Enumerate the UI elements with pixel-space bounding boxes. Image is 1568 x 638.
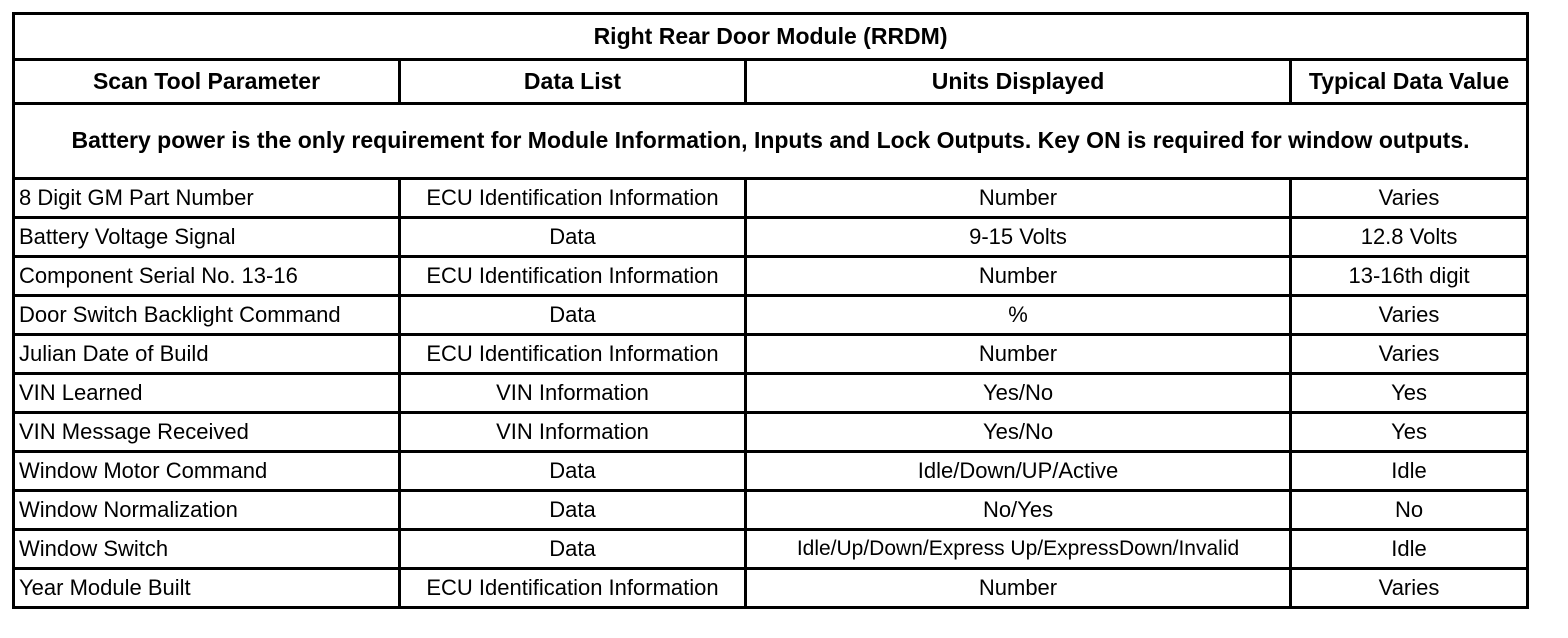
cell-data-list: ECU Identification Information [398, 255, 747, 297]
cell-typical-data-value: Yes [1288, 411, 1530, 453]
cell-scan-tool-parameter: Window Normalization [12, 489, 401, 531]
cell-typical-data-value: Idle [1288, 450, 1530, 492]
cell-scan-tool-parameter: VIN Learned [12, 372, 401, 414]
cell-data-list: Data [398, 489, 747, 531]
cell-typical-data-value: Varies [1288, 333, 1530, 375]
cell-scan-tool-parameter: Window Switch [12, 528, 401, 570]
cell-units-displayed: Idle/Up/Down/Express Up/ExpressDown/Inva… [744, 528, 1292, 570]
cell-units-displayed: Number [744, 255, 1292, 297]
cell-data-list: VIN Information [398, 372, 747, 414]
cell-units-displayed: Number [744, 333, 1292, 375]
cell-typical-data-value: 13-16th digit [1288, 255, 1530, 297]
cell-units-displayed: % [744, 294, 1292, 336]
cell-typical-data-value: Idle [1288, 528, 1530, 570]
table-header-row: Scan Tool Parameter Data List Units Disp… [12, 58, 1530, 105]
cell-data-list: Data [398, 450, 747, 492]
cell-scan-tool-parameter: Window Motor Command [12, 450, 401, 492]
cell-typical-data-value: Yes [1288, 372, 1530, 414]
cell-scan-tool-parameter: Battery Voltage Signal [12, 216, 401, 258]
cell-data-list: ECU Identification Information [398, 177, 747, 219]
table-title: Right Rear Door Module (RRDM) [11, 12, 1530, 61]
cell-data-list: Data [398, 294, 747, 336]
cell-typical-data-value: 12.8 Volts [1288, 216, 1530, 258]
cell-units-displayed: Idle/Down/UP/Active [744, 450, 1292, 492]
table-title-row: Right Rear Door Module (RRDM) [11, 12, 1530, 61]
cell-typical-data-value: Varies [1288, 177, 1530, 219]
cell-units-displayed: 9-15 Volts [744, 216, 1292, 258]
column-header-scan-tool-parameter: Scan Tool Parameter [12, 58, 401, 105]
cell-typical-data-value: Varies [1288, 294, 1530, 336]
cell-units-displayed: Yes/No [744, 372, 1292, 414]
cell-scan-tool-parameter: 8 Digit GM Part Number [12, 177, 401, 219]
cell-scan-tool-parameter: Component Serial No. 13-16 [12, 255, 401, 297]
column-header-typical-data-value: Typical Data Value [1288, 58, 1530, 105]
cell-data-list: ECU Identification Information [398, 567, 747, 609]
table-note-row: Battery power is the only requirement fo… [11, 102, 1530, 180]
spec-table-container: Right Rear Door Module (RRDM) Scan Tool … [11, 12, 1530, 609]
cell-scan-tool-parameter: Julian Date of Build [12, 333, 401, 375]
column-header-data-list: Data List [398, 58, 747, 105]
table-note: Battery power is the only requirement fo… [11, 102, 1530, 180]
scan-tool-parameter-table: Right Rear Door Module (RRDM) Scan Tool … [11, 12, 1530, 609]
cell-scan-tool-parameter: Year Module Built [12, 567, 401, 609]
cell-typical-data-value: Varies [1288, 567, 1530, 609]
cell-data-list: ECU Identification Information [398, 333, 747, 375]
cell-data-list: VIN Information [398, 411, 747, 453]
column-header-units-displayed: Units Displayed [744, 58, 1292, 105]
cell-units-displayed: No/Yes [744, 489, 1292, 531]
cell-units-displayed: Yes/No [744, 411, 1292, 453]
cell-typical-data-value: No [1288, 489, 1530, 531]
cell-data-list: Data [398, 528, 747, 570]
cell-scan-tool-parameter: VIN Message Received [12, 411, 401, 453]
cell-units-displayed: Number [744, 567, 1292, 609]
cell-data-list: Data [398, 216, 747, 258]
cell-units-displayed: Number [744, 177, 1292, 219]
cell-scan-tool-parameter: Door Switch Backlight Command [12, 294, 401, 336]
